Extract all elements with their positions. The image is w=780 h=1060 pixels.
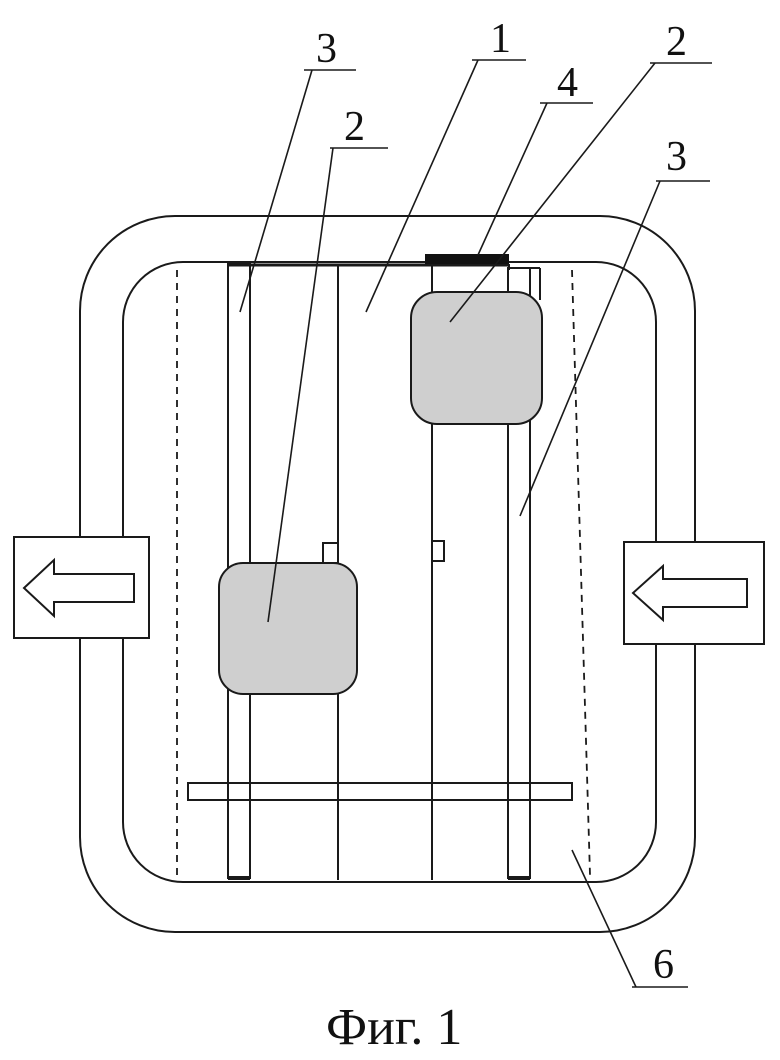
intake-arrow-box bbox=[624, 542, 764, 644]
dashed-boundary-right bbox=[572, 270, 590, 875]
exhaust-arrow-box bbox=[14, 537, 149, 638]
housing-outer bbox=[80, 216, 695, 932]
horizontal-platform bbox=[188, 783, 572, 800]
leader-2-right bbox=[450, 63, 655, 322]
load-block-lower bbox=[219, 563, 357, 694]
ref-3-left: 3 bbox=[316, 26, 337, 72]
ref-2-left: 2 bbox=[344, 104, 365, 150]
leader-4 bbox=[478, 103, 547, 255]
column-tab-right bbox=[432, 541, 444, 561]
ref-2-right: 2 bbox=[666, 19, 687, 65]
load-block-upper bbox=[411, 292, 542, 424]
ref-4: 4 bbox=[557, 60, 578, 106]
leader-1 bbox=[366, 60, 478, 312]
leader-3-left bbox=[240, 70, 312, 312]
leader-6 bbox=[572, 850, 636, 987]
column-tab-left bbox=[323, 543, 338, 563]
ref-6: 6 bbox=[653, 942, 674, 988]
housing-inner bbox=[123, 262, 656, 882]
ref-3-right: 3 bbox=[666, 134, 687, 180]
figure-caption: Фиг. 1 bbox=[326, 999, 462, 1056]
ref-1: 1 bbox=[490, 16, 511, 62]
